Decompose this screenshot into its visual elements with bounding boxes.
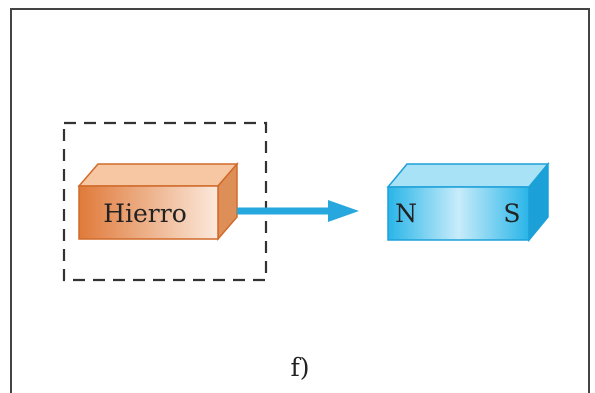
magnet-south-label: S: [503, 199, 520, 228]
frame-border: [10, 8, 590, 393]
attraction-arrow: [237, 200, 359, 222]
iron-block-top: [77, 163, 239, 187]
iron-block: Hierro: [77, 161, 239, 242]
arrow-head: [328, 200, 359, 222]
iron-label: Hierro: [103, 199, 187, 228]
magnet-north-label: N: [395, 199, 417, 228]
bar-magnet: N S: [386, 161, 550, 243]
panel-label: f): [290, 353, 309, 382]
magnet-front: [387, 186, 530, 241]
iron-block-front: [78, 185, 219, 240]
magnet-top: [386, 163, 550, 188]
dashed-boundary: [62, 121, 268, 282]
